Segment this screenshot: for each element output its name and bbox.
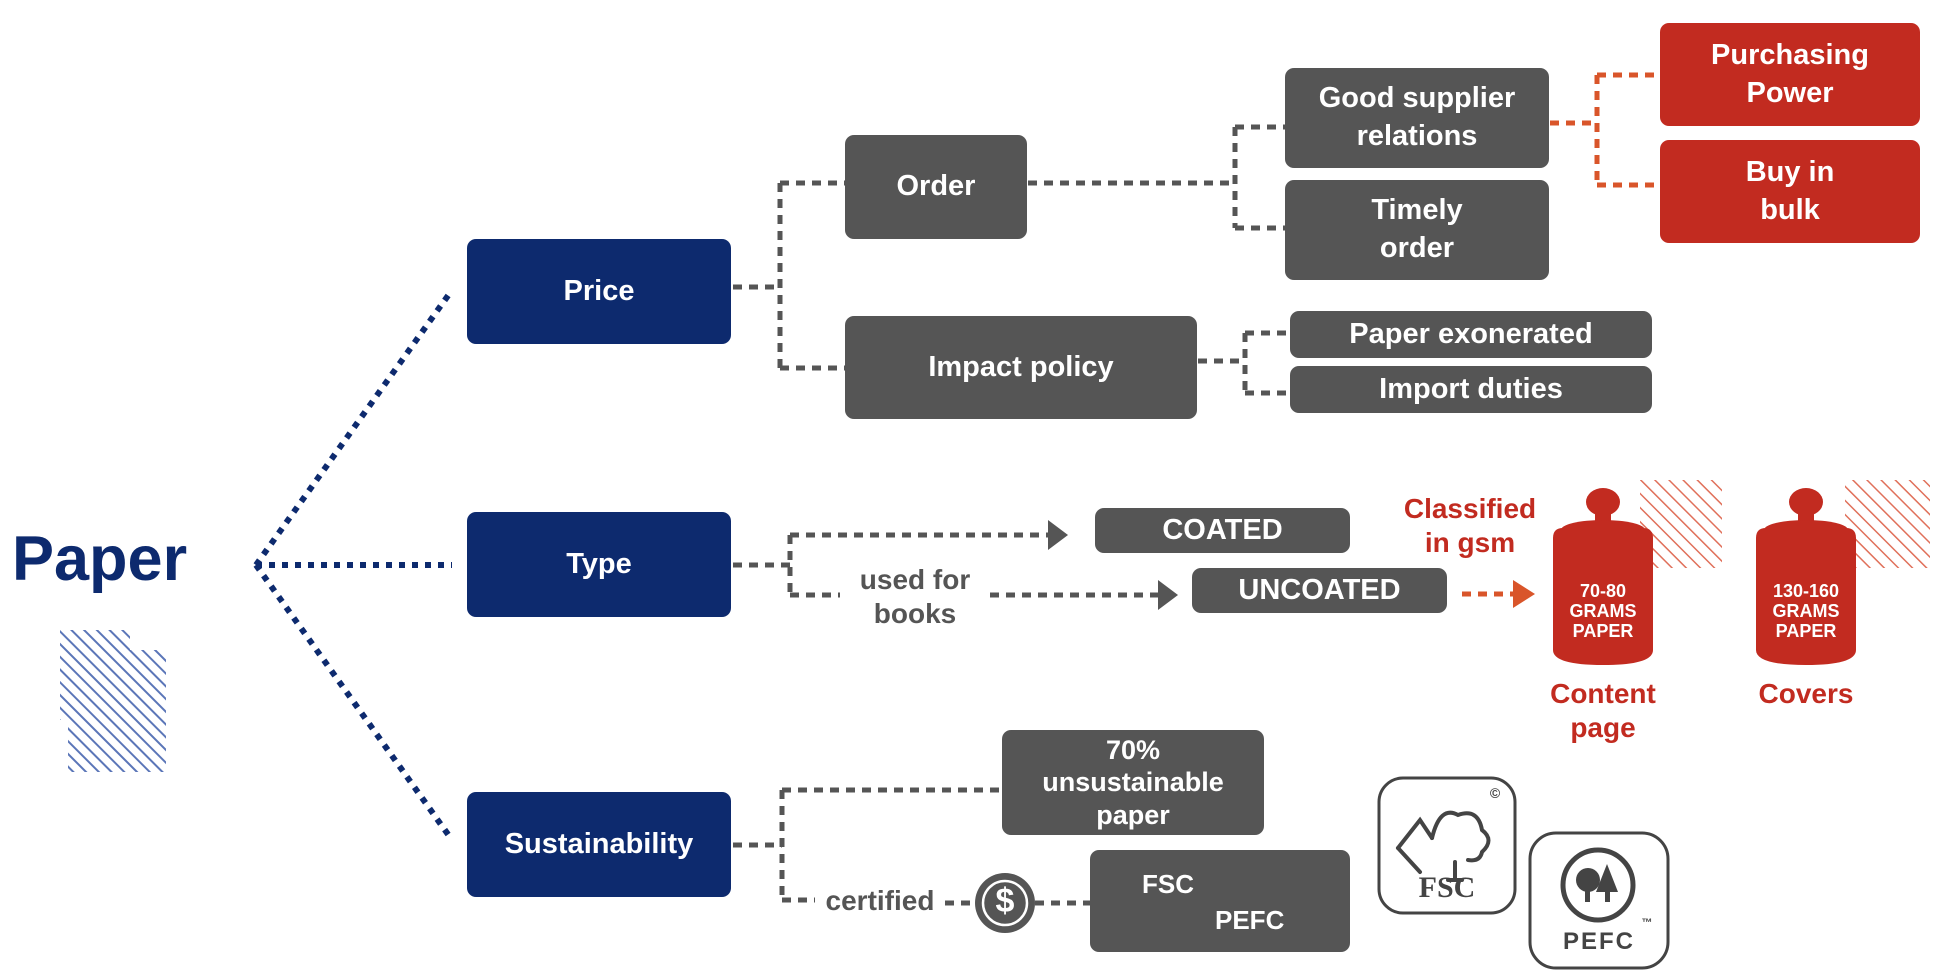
node-timely-order[interactable]: Timely order	[1285, 180, 1549, 280]
node-order[interactable]: Order	[845, 135, 1027, 239]
node-buy-in-bulk[interactable]: Buy in bulk	[1660, 140, 1920, 243]
dollar-symbol: $	[995, 882, 1015, 920]
node-unsustainable-paper[interactable]: 70% unsustainable paper	[1002, 730, 1264, 835]
node-uncoated[interactable]: UNCOATED	[1192, 568, 1447, 613]
fsc-copyright-symbol: ©	[1489, 785, 1501, 801]
branch-price[interactable]: Price	[467, 239, 731, 344]
content-page-label: Content page	[1550, 678, 1656, 743]
weight-2-label: 130-160 GRAMS PAPER	[1772, 581, 1840, 641]
node-coated[interactable]: COATED	[1095, 508, 1350, 553]
pefc-logo-frame	[1528, 831, 1670, 970]
certified-label: certified	[825, 885, 935, 916]
fsc-pefc-bottom-text: PEFC	[1215, 905, 1285, 935]
node-good-supplier-relations[interactable]: Good supplier relations	[1285, 68, 1549, 168]
node-paper-exonerated[interactable]: Paper exonerated	[1290, 311, 1652, 358]
pefc-logo-text: PEFC	[1562, 928, 1635, 955]
fsc-tree-icon	[1396, 810, 1491, 882]
hatch-decor-1	[1640, 480, 1722, 568]
root-connectors	[253, 288, 455, 842]
node-purchasing-power[interactable]: Purchasing Power	[1660, 23, 1920, 126]
weight-icon-2	[1756, 488, 1856, 665]
branch-sustainability[interactable]: Sustainability	[467, 792, 731, 897]
used-for-books-label: used for books	[859, 564, 971, 629]
node-impact-policy[interactable]: Impact policy	[845, 316, 1197, 419]
fsc-logo-text: FSC	[1418, 871, 1476, 904]
weight-1-label: 70-80 GRAMS PAPER	[1569, 581, 1637, 641]
gray-connectors	[733, 124, 1290, 906]
fsc-pefc-top-text: FSC	[1142, 869, 1194, 899]
branch-type[interactable]: Type	[467, 512, 731, 617]
red-connectors	[1462, 72, 1660, 597]
root-title: Paper	[12, 524, 188, 594]
hatch-decor-2	[1845, 480, 1930, 568]
arrow-coated	[1048, 520, 1068, 550]
pefc-tm-symbol: ™	[1641, 917, 1653, 929]
arrow-uncoated	[1158, 580, 1178, 610]
pefc-trees-icon	[1576, 864, 1618, 902]
paper-stack-icon	[60, 630, 166, 772]
classified-in-gsm-label: Classified in gsm	[1403, 493, 1537, 558]
node-import-duties[interactable]: Import duties	[1290, 366, 1652, 413]
weight-icon-1	[1553, 488, 1653, 665]
covers-label: Covers	[1758, 678, 1854, 709]
fsc-logo-frame	[1377, 776, 1517, 915]
pefc-circle-icon	[1560, 847, 1636, 923]
node-fsc-pefc[interactable]: FSC PEFC	[1090, 850, 1350, 952]
arrow-gsm	[1513, 580, 1535, 608]
